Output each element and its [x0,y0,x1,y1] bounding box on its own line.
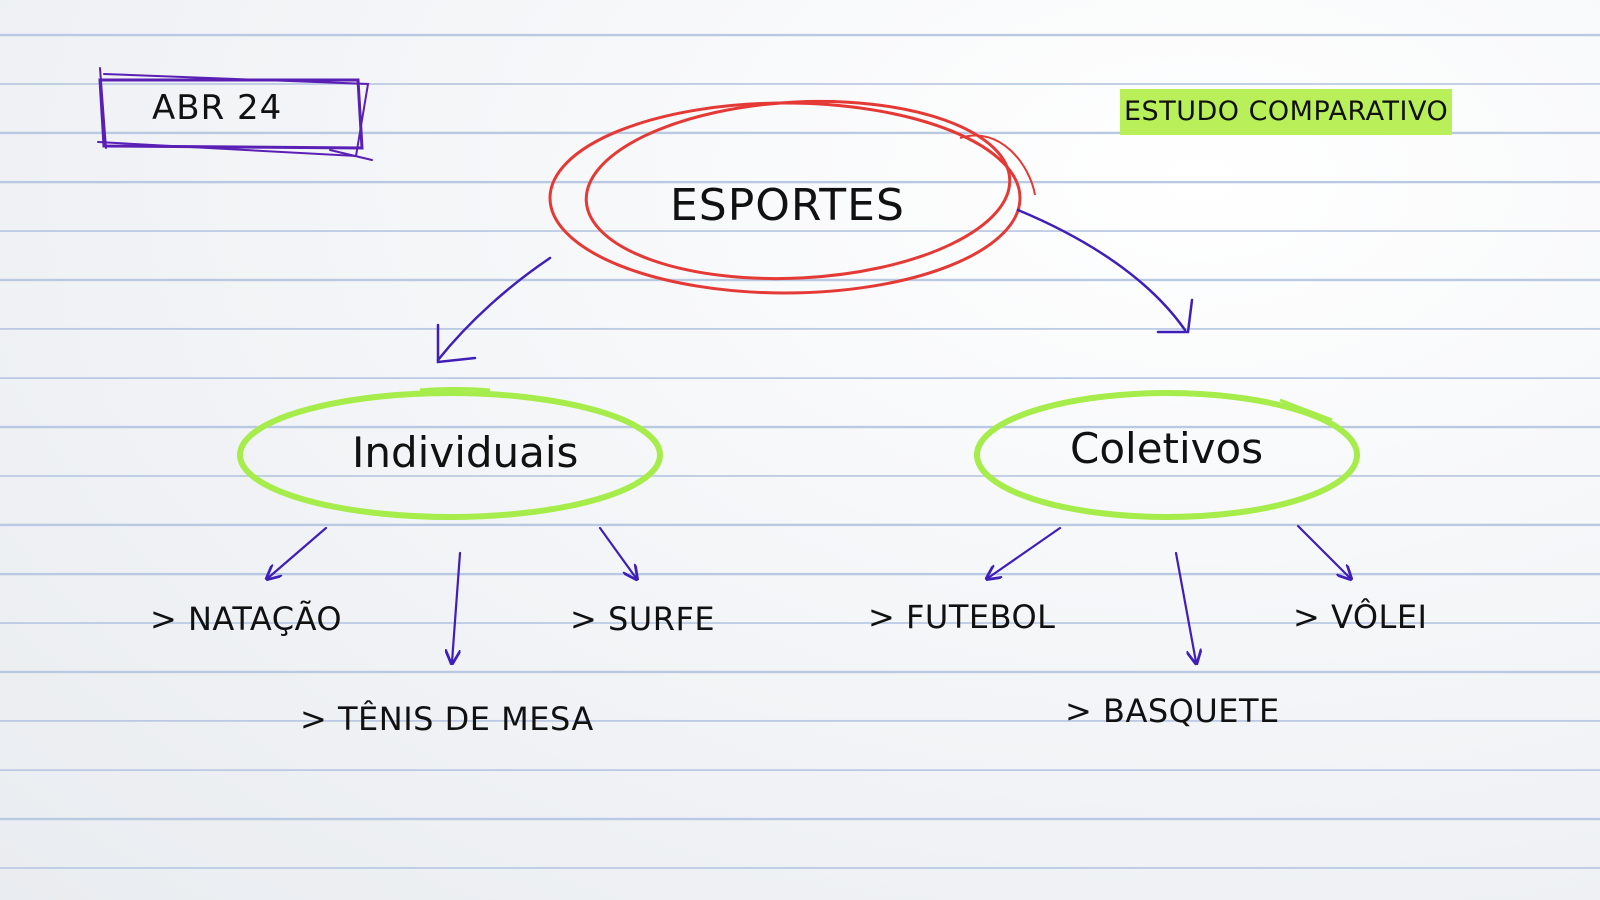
date-box [97,67,373,161]
arrow-basquete [1174,551,1196,662]
arrow-tenis [452,551,462,662]
item-tenis-de-mesa: > TÊNIS DE MESA [300,700,594,738]
arrow-volei [1296,524,1350,578]
study-tag: ESTUDO COMPARATIVO [1120,89,1453,135]
item-basquete: > BASQUETE [1065,692,1280,730]
category-individuais: Individuais [352,428,579,477]
item-futebol: > FUTEBOL [868,598,1056,636]
arrows-root [436,208,1194,364]
root-ring [548,99,1036,295]
item-natacao: > NATAÇÃO [150,600,343,638]
root-title: ESPORTES [670,180,905,231]
category-ring-coletivos [974,390,1360,520]
arrow-root-to-individuais [436,256,552,362]
category-ring-individuais [237,387,663,520]
item-volei: > VÔLEI [1293,598,1428,636]
item-surfe: > SURFE [570,600,716,638]
date-label: ABR 24 [152,88,283,128]
category-coletivos: Coletivos [1070,424,1264,473]
arrow-natacao [268,526,328,578]
arrow-root-to-coletivos [1016,208,1187,332]
arrow-surfe [598,526,636,578]
arrows-items [268,524,1350,662]
arrow-futebol [988,526,1062,578]
